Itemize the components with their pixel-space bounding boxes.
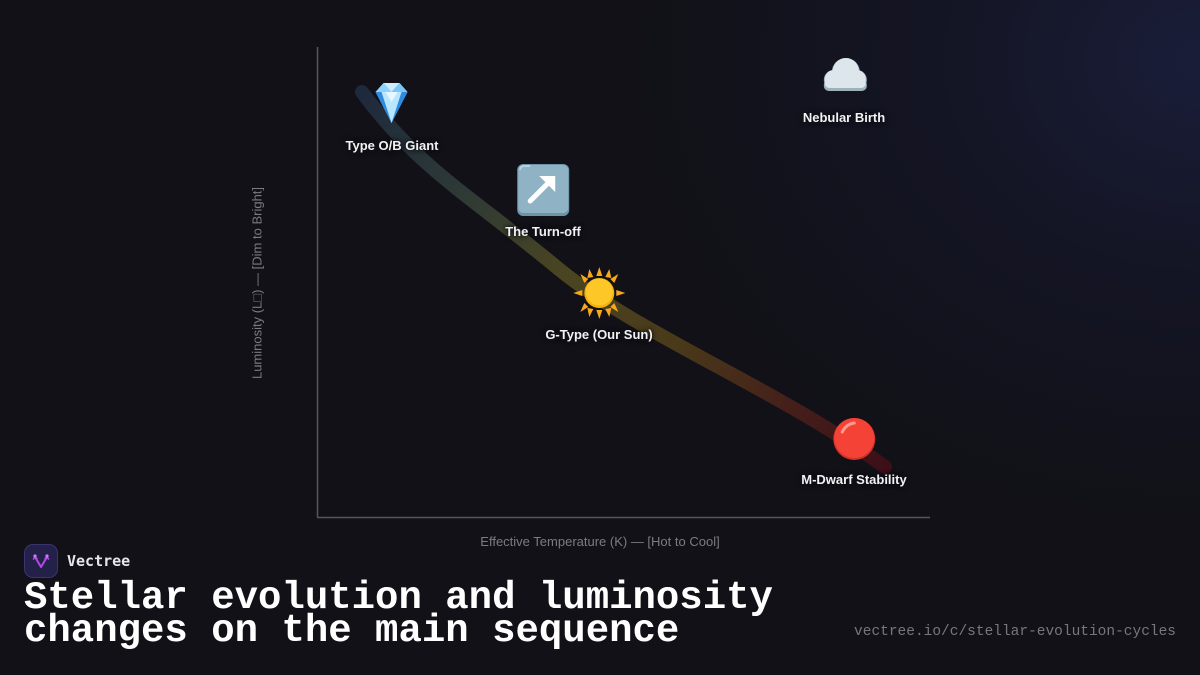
page-title: Stellar evolution and luminosity changes… — [24, 576, 773, 653]
source-url[interactable]: vectree.io/c/stellar-evolution-cycles — [854, 624, 1176, 640]
title-line-2: changes on the main sequence — [24, 609, 680, 653]
node-label: M-Dwarf Stability — [801, 472, 907, 487]
node-the-turn-off[interactable]: The Turn-off — [505, 164, 581, 239]
node-label: Nebular Birth — [802, 110, 886, 125]
brand-name: Vectree — [67, 552, 131, 570]
node-label: The Turn-off — [505, 224, 581, 239]
cloud-icon — [824, 58, 867, 91]
gem-icon — [376, 83, 408, 123]
node-m-dwarf[interactable]: M-Dwarf Stability — [801, 412, 907, 487]
title-line-1: Stellar evolution and luminosity — [24, 576, 773, 620]
node-g-type-sun[interactable]: G-Type (Our Sun) — [545, 267, 653, 342]
sun-icon — [573, 267, 625, 319]
y-axis-label: Luminosity (L□) — [Dim to Bright] — [249, 186, 265, 380]
node-type-ob-giant[interactable]: Type O/B Giant — [345, 78, 439, 153]
up-right-arrow-icon — [516, 164, 569, 216]
red-circle-icon — [833, 418, 875, 460]
node-label: G-Type (Our Sun) — [545, 327, 653, 342]
brand: Vectree — [24, 544, 130, 578]
x-axis-label: Effective Temperature (K) — [Hot to Cool… — [480, 534, 720, 549]
main-sequence-curve — [355, 85, 892, 474]
vectree-logo-icon — [24, 544, 58, 578]
node-label: Type O/B Giant — [345, 138, 439, 153]
node-nebular-birth[interactable]: Nebular Birth — [803, 50, 885, 125]
